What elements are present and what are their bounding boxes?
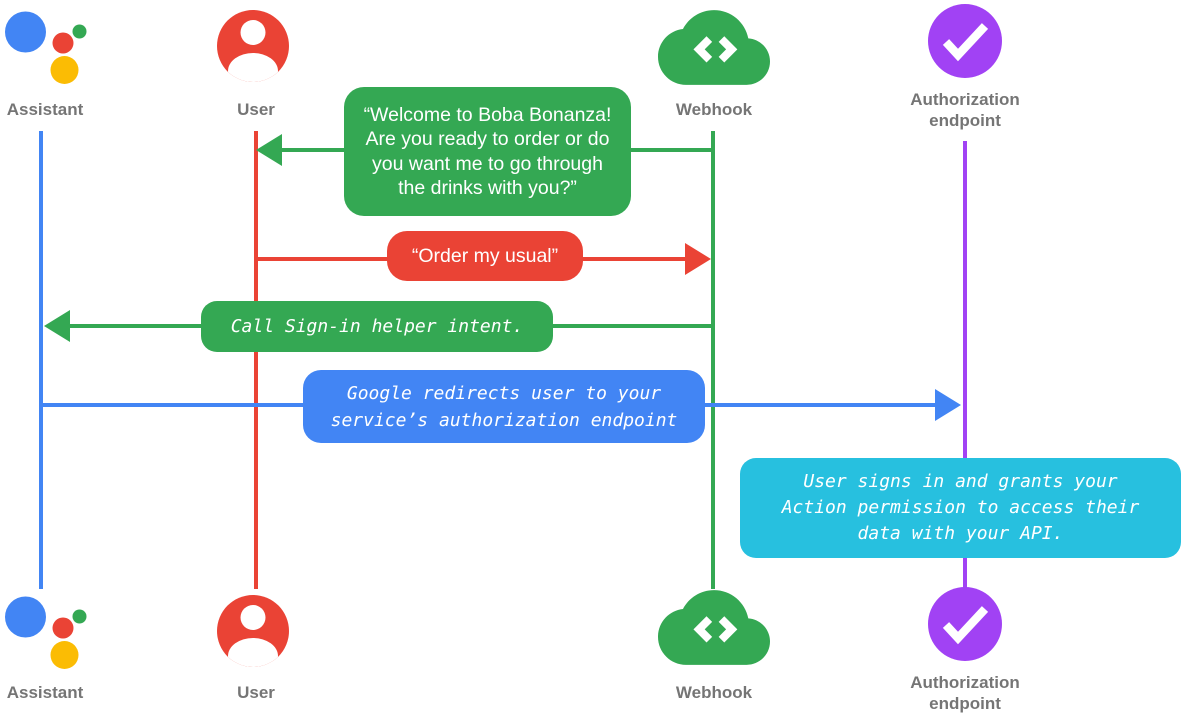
actor-label-assistant-bottom: Assistant (6, 683, 84, 702)
arrowhead-assistant-to-auth (935, 389, 961, 421)
message-order-my-usual: “Order my usual” (387, 231, 583, 281)
actor-label-auth-bottom: Authorization endpoint (910, 673, 1020, 713)
user-icon (217, 595, 289, 667)
message-user-signs-in-note: User signs in and grants your Action per… (740, 458, 1181, 558)
webhook-icon (658, 10, 770, 85)
actor-label-user-top: User (237, 100, 275, 119)
arrowhead-user-to-webhook (685, 243, 711, 275)
lifeline-assistant (39, 131, 43, 589)
assistant-icon (5, 11, 87, 84)
message-google-redirects: Google redirects user to your service’s … (303, 370, 705, 443)
lifeline-user (254, 131, 258, 589)
authorization-endpoint-icon (928, 4, 1002, 78)
user-icon (217, 10, 289, 82)
actor-label-user-bottom: User (237, 683, 275, 702)
lifeline-webhook (711, 131, 715, 589)
message-call-sign-in-helper: Call Sign-in helper intent. (201, 301, 553, 352)
webhook-icon (658, 590, 770, 665)
actor-label-webhook-bottom: Webhook (675, 683, 753, 702)
arrowhead-webhook-to-assistant (44, 310, 70, 342)
assistant-icon (5, 596, 87, 669)
authorization-endpoint-icon (928, 587, 1002, 661)
actor-label-auth-top: Authorization endpoint (910, 90, 1020, 130)
actor-label-assistant-top: Assistant (6, 100, 84, 119)
message-welcome: “Welcome to Boba Bonanza! Are you ready … (344, 87, 631, 216)
arrowhead-webhook-to-user (256, 134, 282, 166)
actor-label-webhook-top: Webhook (675, 100, 753, 119)
lifeline-authorization-endpoint (963, 141, 967, 589)
